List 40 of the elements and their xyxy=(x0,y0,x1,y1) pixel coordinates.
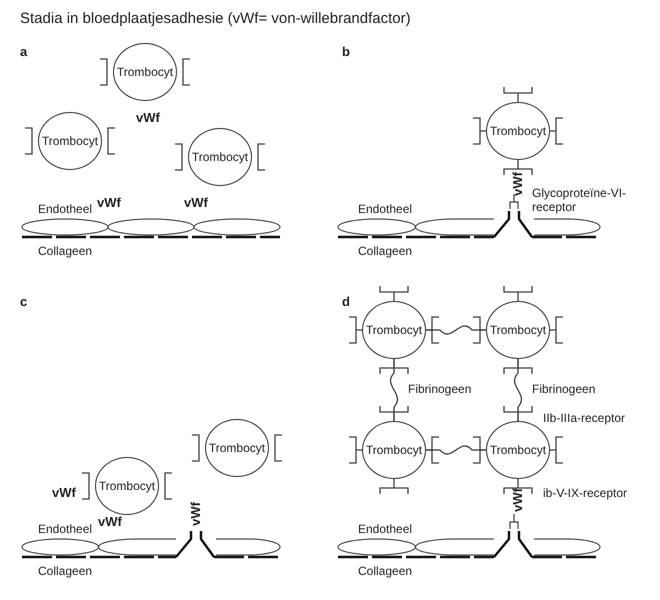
text-label: Collageen xyxy=(358,564,412,578)
text-label: vWf xyxy=(136,110,160,126)
panel-letter: c xyxy=(20,294,28,310)
panel-letter: b xyxy=(342,44,350,60)
fibrinogen-strand xyxy=(426,445,486,455)
panel-letter: d xyxy=(342,294,350,310)
text-label: Glycoproteïne-VI-receptor xyxy=(532,186,628,215)
node-label: Trombocyt xyxy=(208,441,266,455)
text-label: Endotheel xyxy=(358,202,412,216)
node-label: Trombocyt xyxy=(116,65,174,79)
text-label: Collageen xyxy=(38,564,92,578)
fibrinogen-strand xyxy=(390,359,398,421)
text-label: ib-V-IX-receptor xyxy=(543,486,628,500)
text-label: vWf xyxy=(184,195,208,211)
text-label: Collageen xyxy=(38,244,92,258)
node-label: Trombocyt xyxy=(490,124,546,138)
text-label: vWf xyxy=(510,172,526,196)
text-label: vWf xyxy=(97,195,121,211)
text-label: Endotheel xyxy=(38,522,92,536)
diagram-title: Stadia in bloedplaatjesadhesie (vWf= von-willebrandfactor) xyxy=(20,10,411,27)
fibrinogen-strand xyxy=(514,359,522,421)
node-label: Trombocyt xyxy=(366,443,422,457)
panel-letter: a xyxy=(20,44,28,60)
edge-label: Fibrinogeen xyxy=(532,382,596,396)
text-label: Endotheel xyxy=(38,202,92,216)
fibrinogen-strand xyxy=(426,325,486,335)
text-label: vWf xyxy=(52,485,76,501)
node-label: Trombocyt xyxy=(98,479,156,493)
text-label: vWf xyxy=(510,488,526,512)
node-label: Trombocyt xyxy=(42,134,98,148)
node-label: Trombocyt xyxy=(192,150,248,164)
text-label: vWf xyxy=(188,502,204,526)
text-label: IIb-IIIa-receptor xyxy=(543,411,626,426)
edge-label: Fibrinogeen xyxy=(408,382,472,396)
text-label: Collageen xyxy=(358,244,412,258)
node-label: Trombocyt xyxy=(490,323,546,337)
text-label: Endotheel xyxy=(358,522,412,536)
node-label: Trombocyt xyxy=(366,323,422,337)
text-label: vWf xyxy=(98,514,122,530)
node-label: Trombocyt xyxy=(490,443,546,457)
